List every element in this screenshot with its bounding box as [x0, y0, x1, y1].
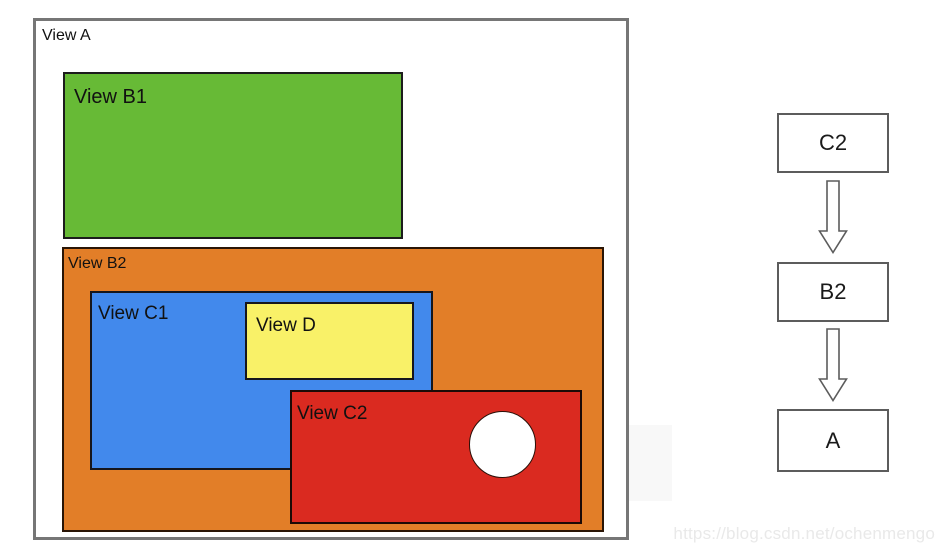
down-arrow-icon [818, 180, 848, 254]
view-c1-label: View C1 [98, 303, 169, 324]
view-b2-box: View B2 View C1 View D View C2 [62, 247, 604, 532]
view-d-label: View D [256, 315, 316, 336]
view-b1-box: View B1 [63, 72, 403, 239]
view-b1-label: View B1 [74, 86, 148, 108]
view-c2-box: View C2 [290, 390, 582, 524]
flow-node-b2: B2 [777, 262, 889, 322]
circle-shape [469, 411, 536, 478]
view-a-label: View A [42, 27, 91, 44]
view-d-box: View D [245, 302, 414, 380]
flow-node-a: A [777, 409, 889, 472]
down-arrow-icon [818, 328, 848, 402]
view-c2-label: View C2 [297, 403, 368, 424]
view-a-container: View A View B1 View B2 View C1 View D Vi… [33, 18, 629, 540]
watermark-text: https://blog.csdn.net/ochenmengo [673, 524, 935, 543]
faint-watermark-smudge [629, 425, 672, 501]
flow-node-c2: C2 [777, 113, 889, 173]
view-b2-label: View B2 [68, 255, 127, 272]
